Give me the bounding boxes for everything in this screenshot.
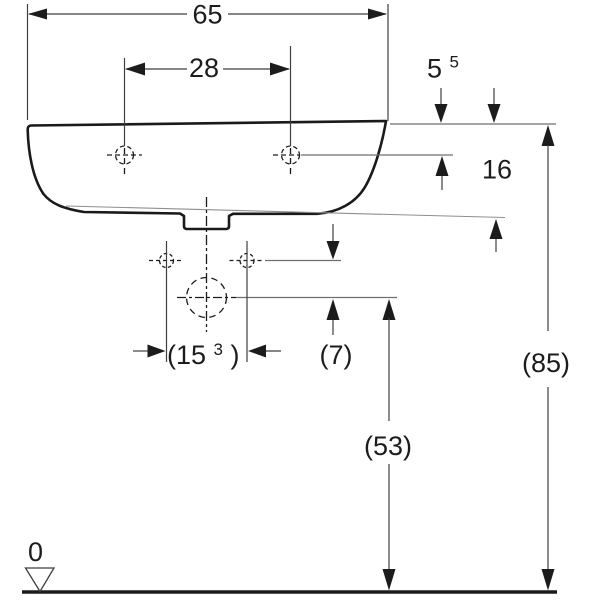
tap-hole-left: [107, 145, 142, 176]
dimension-fixing-to-drain: (7): [320, 224, 353, 370]
dimension-overall-width: 65: [26, 0, 389, 121]
arrow-right-icon: [368, 8, 387, 20]
dim-85-label: (85): [522, 348, 570, 378]
drain-hole: [177, 276, 236, 319]
dimension-rim-to-underside: 16: [482, 88, 512, 252]
dim-5-5-label: 5 5: [427, 53, 459, 84]
datum-triangle-icon: [24, 567, 56, 593]
arrow-down-icon: [487, 104, 501, 123]
dimension-rim-height: (85): [522, 125, 570, 591]
arrow-up-icon: [382, 299, 396, 320]
dim-15-3-sup: 3: [214, 340, 223, 359]
arrow-down-icon: [382, 569, 396, 591]
dim-15-3-label: (15 3 ): [167, 331, 240, 370]
dim-28-label: 28: [189, 53, 219, 83]
dim-5-5-sup: 5: [450, 53, 459, 72]
dimension-fixing-hole-spacing: (15 3 ): [133, 241, 281, 370]
datum-zero-label: 0: [28, 537, 43, 567]
dim-5-5-main: 5: [427, 54, 442, 84]
arrow-left-icon: [248, 344, 266, 358]
arrow-right-icon: [270, 62, 290, 76]
dim-15-3-post: ): [231, 340, 240, 370]
dim-7-label: (7): [320, 340, 353, 370]
dimension-rim-to-tap: 5 5: [427, 53, 459, 190]
tap-hole-right: [273, 145, 301, 176]
arrow-down-icon: [541, 569, 555, 591]
arrow-down-icon: [434, 104, 448, 123]
tap-hole-right-circle: [280, 145, 301, 165]
dim-15-3-pre: (15: [167, 340, 206, 370]
arrow-right-icon: [147, 344, 166, 358]
arrow-up-icon: [326, 299, 340, 320]
dim-16-label: 16: [482, 155, 512, 185]
dimension-drain-height: (53): [364, 299, 412, 591]
arrow-left-icon: [125, 62, 145, 76]
dim-53-label: (53): [364, 431, 412, 461]
arrow-up-icon: [435, 156, 449, 176]
basin-inner-edge-line: [65, 205, 506, 219]
arrow-down-icon: [326, 241, 340, 260]
washbasin-outline: [26, 119, 388, 231]
arrow-left-icon: [28, 8, 47, 20]
arrow-up-icon: [489, 219, 503, 239]
dimension-tap-hole-spacing: 28: [123, 46, 292, 146]
arrow-up-icon: [541, 125, 555, 146]
dim-65-label: 65: [192, 0, 222, 30]
